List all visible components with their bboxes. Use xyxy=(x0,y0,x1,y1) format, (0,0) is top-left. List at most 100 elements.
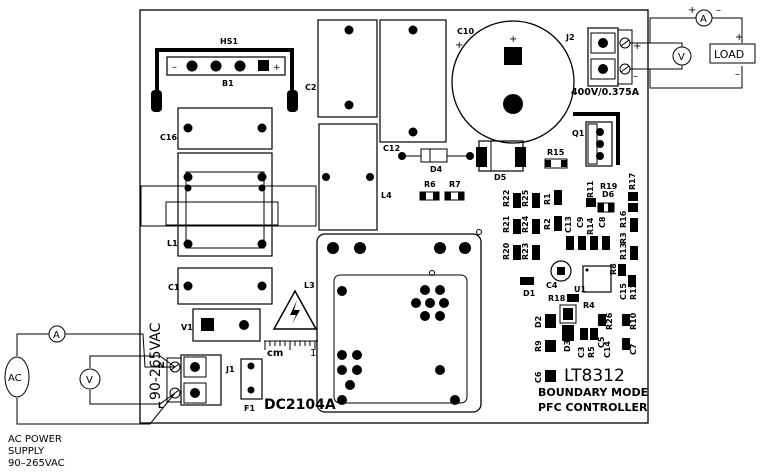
label-c13: C13 xyxy=(564,216,573,233)
resistor-r7: R7 xyxy=(444,180,465,201)
label-r8: R8 xyxy=(609,263,618,275)
label-d1: D1 xyxy=(523,289,536,298)
choke-l1: L1 xyxy=(140,152,317,257)
label-r25: R25 xyxy=(521,189,530,207)
supply-label-1: AC POWER xyxy=(8,434,62,445)
label-r17: R17 xyxy=(628,173,637,190)
inductor-l4: L4 xyxy=(318,123,392,231)
control-section: R11 R19 D6 R17 R22 R25 R1 R21 R24 R2 C13… xyxy=(502,173,638,383)
varistor-v1: V1 xyxy=(181,308,261,342)
label-b1: B1 xyxy=(222,79,234,88)
label-c12: C12 xyxy=(383,144,400,153)
capacitor-c2: C2 xyxy=(305,19,378,118)
resistor-r15: R15 xyxy=(544,148,568,169)
capacitor-c16: C16 xyxy=(160,107,273,150)
board-id: DC2104A xyxy=(264,397,336,413)
vm-plus: + xyxy=(633,41,641,52)
label-r23: R23 xyxy=(521,243,530,260)
label-l4: L4 xyxy=(381,191,392,200)
label-r15: R15 xyxy=(547,148,565,157)
label-r7: R7 xyxy=(449,180,461,189)
label-r16: R16 xyxy=(619,210,628,228)
label-c16: C16 xyxy=(160,133,177,142)
label-l1: L1 xyxy=(167,239,178,248)
label-r2: R2 xyxy=(543,218,552,230)
label-r4: R4 xyxy=(583,301,595,310)
connector-j2: J2 400V/0.375A xyxy=(565,27,640,98)
label-c2: C2 xyxy=(305,83,316,92)
label-r26: R26 xyxy=(605,312,614,330)
label-c10: C10 xyxy=(457,27,474,36)
label-r13: R13 xyxy=(619,243,628,260)
mosfet-q1: Q1 xyxy=(572,112,620,167)
load-plus: + xyxy=(735,32,743,43)
fuse-f1: F1 xyxy=(240,358,263,413)
ruler-mark-1: 1 xyxy=(310,348,316,359)
ammeter-output xyxy=(695,9,713,27)
label-r3: R3 xyxy=(619,232,628,244)
ruler: cm 1 xyxy=(264,340,318,359)
label-d2: D2 xyxy=(534,316,543,328)
board-line2: PFC CONTROLLER xyxy=(538,401,648,414)
label-r24: R24 xyxy=(521,215,530,233)
diode-d5: D5 xyxy=(476,140,526,182)
ac-source-label: AC xyxy=(8,373,22,384)
label-f1: F1 xyxy=(244,404,255,413)
label-c14: C14 xyxy=(603,341,612,358)
label-r11: R11 xyxy=(586,180,595,198)
ammeter-input-label: A xyxy=(53,330,60,341)
label-r19: R19 xyxy=(600,182,618,191)
label-r6: R6 xyxy=(424,180,436,189)
load-minus: – xyxy=(735,69,740,80)
label-r5: R5 xyxy=(587,346,596,358)
label-c3: C3 xyxy=(577,347,586,358)
load-label: LOAD xyxy=(714,48,744,61)
output-rating: 400V/0.375A xyxy=(571,87,640,98)
label-r12: R12 xyxy=(629,283,638,300)
svg-text:–: – xyxy=(172,62,177,73)
svg-text:+: + xyxy=(455,40,463,51)
label-d3: D3 xyxy=(563,340,572,352)
input-setup: A AC V AC POWER SUPPLY 90–265VAC xyxy=(4,325,176,469)
board-name: LT8312 xyxy=(564,366,625,386)
label-l3: L3 xyxy=(304,281,315,290)
label-d5: D5 xyxy=(494,173,507,182)
ammeter-output-label: A xyxy=(700,14,707,25)
transformer-l3: L3 xyxy=(304,229,482,413)
ammeter-input xyxy=(48,325,66,343)
label-r20: R20 xyxy=(502,242,511,260)
svg-text:+: + xyxy=(273,63,281,73)
terminal-l: L xyxy=(158,401,163,410)
board-name-block: LT8312 BOUNDARY MODE PFC CONTROLLER xyxy=(538,366,648,414)
voltmeter-input-label: V xyxy=(86,375,93,386)
label-c9: C9 xyxy=(576,216,585,228)
pcb-outline xyxy=(139,9,649,424)
label-r18: R18 xyxy=(548,294,566,303)
load-box xyxy=(709,43,756,64)
heatsink-hs1: HS1 xyxy=(151,37,298,112)
ammeter-minus: – xyxy=(716,5,721,16)
resistor-r6: R6 xyxy=(419,180,440,201)
terminal-n: N xyxy=(158,361,165,370)
capacitor-c1: C1 xyxy=(168,267,273,305)
label-u1: U1 xyxy=(574,285,586,294)
label-r10: R10 xyxy=(629,312,638,330)
bridge-rectifier-b1: – + B1 xyxy=(166,56,286,88)
board-line1: BOUNDARY MODE xyxy=(538,386,648,399)
ruler-unit-cm: cm xyxy=(267,348,283,359)
label-c7: C7 xyxy=(629,344,638,355)
voltmeter-output-label: V xyxy=(678,52,685,63)
ammeter-plus: + xyxy=(688,5,696,16)
label-r21: R21 xyxy=(502,215,511,233)
input-range-label: 90-265VAC xyxy=(148,322,164,400)
label-v1: V1 xyxy=(181,323,193,332)
ac-source xyxy=(4,356,30,398)
label-r22: R22 xyxy=(502,190,511,207)
supply-label-2: SUPPLY xyxy=(8,446,45,457)
capacitor-c10: + C10 + xyxy=(451,20,575,144)
label-c4: C4 xyxy=(546,281,558,290)
svg-text:+: + xyxy=(509,34,517,45)
label-d4: D4 xyxy=(430,165,443,174)
vm-minus: – xyxy=(633,71,638,82)
label-c15: C15 xyxy=(619,283,628,300)
